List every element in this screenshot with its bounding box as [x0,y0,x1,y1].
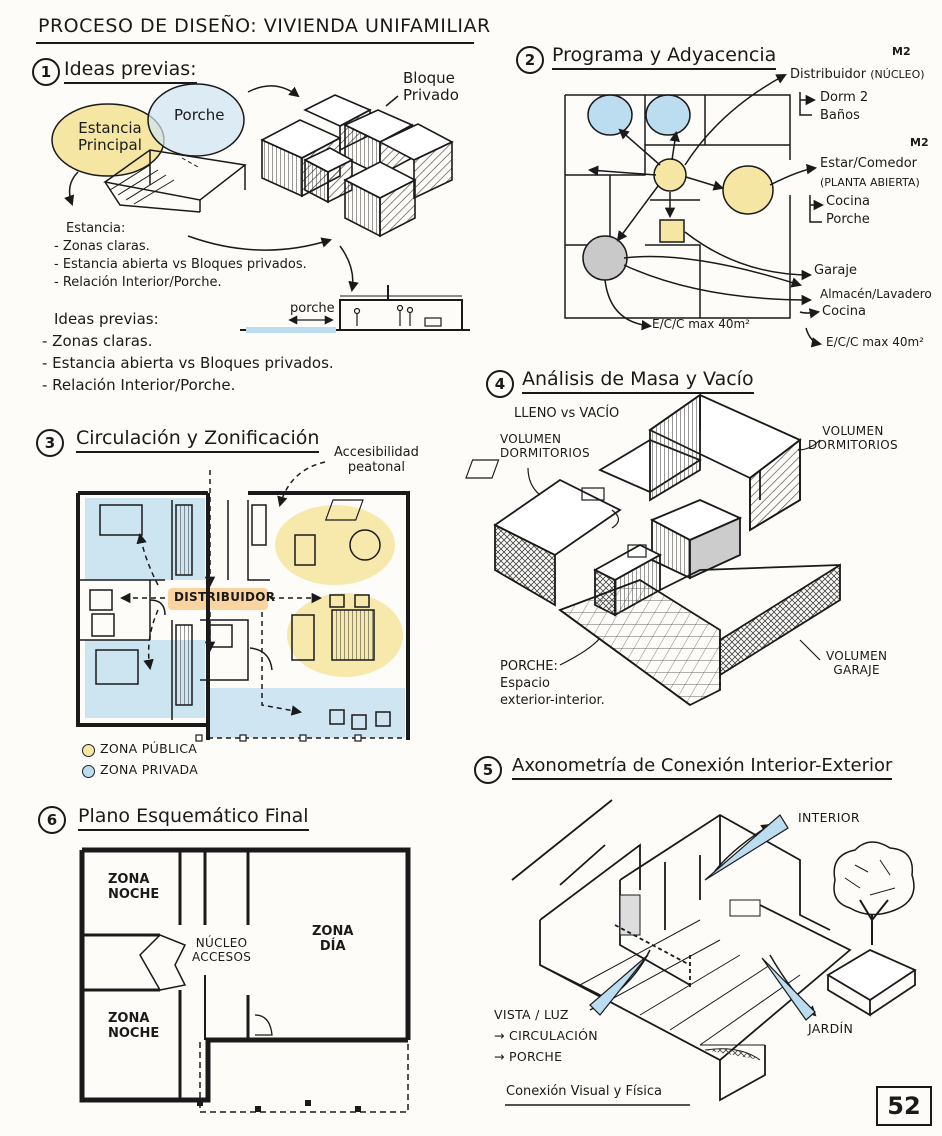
s5-connection-axo [505,799,917,1106]
section-3-number: 3 [36,429,64,457]
page-number: 52 [876,1086,932,1126]
s5-vista: VISTA / LUZ→ CIRCULACIÓN→ PORCHE [494,1007,598,1064]
s2-dorm: Dorm 2 [820,90,869,105]
s2-cocina: Cocina [826,194,870,209]
s2-adjacency-diagram [564,74,822,348]
s2-estar: Estar/Comedor [820,156,918,171]
section-1-title: Ideas previas: [64,58,197,84]
legend-public-swatch [82,744,95,757]
s2-almacen: Almacén/Lavadero [820,287,932,301]
s1-notes: Estancia: - Zonas claras. - Estancia abi… [54,221,307,290]
section-5-title: Axonometría de Conexión Interior-Exterio… [512,755,893,780]
section-6-title: Plano Esquemático Final [78,805,309,831]
s2-ecc2: E/C/C max 40m² [826,335,924,349]
s5-jardin: JARDÍN [808,1021,854,1036]
s2-distribuidor: Distribuidor (NÚCLEO) [790,67,925,82]
s2-porche: Porche [826,212,870,227]
legend-private-label: ZONA PRIVADA [100,762,199,777]
s5-caption: Conexión Visual y Física [506,1084,663,1099]
s4-mass-void-axo [324,393,841,707]
section-2-number: 2 [516,46,544,74]
section-1-number: 1 [32,58,60,86]
s1-section-porche: porche [290,301,335,316]
section-6-number: 6 [38,806,66,834]
section-3-title: Circulación y Zonificación [76,427,320,453]
s5-interior: INTERIOR [798,810,860,825]
s2-m2-b: M2 [910,136,929,149]
s2-garaje: Garaje [814,263,857,278]
s2-banos: Baños [820,108,860,123]
section-5-number: 5 [474,756,502,784]
legend-public-label: ZONA PÚBLICA [100,741,198,756]
s1-sketch [51,83,470,333]
section-4-number: 4 [486,370,514,398]
page-title: PROCESO DE DISEÑO: VIVIENDA UNIFAMILIAR [38,15,491,37]
legend-private-swatch [82,765,95,778]
s2-planta: (PLANTA ABIERTA) [820,176,920,189]
s1-porche: Porche [174,106,225,124]
s3-zoning-plan [76,461,410,742]
section-4-title: Análisis de Masa y Vacío [522,368,754,394]
s2-m2-a: M2 [892,45,911,58]
s3-distribuidor: DISTRIBUIDOR [174,590,276,604]
s1-ideas-list: Ideas previas: - Zonas claras. - Estanci… [42,310,334,394]
s4-lleno-vacio: LLENO vs VACÍO [514,406,620,421]
s2-cocina2: Cocina [822,304,866,319]
s2-ecc1: E/C/C max 40m² [652,317,750,331]
s6-final-plan [79,847,411,1113]
section-2-title: Programa y Adyacencia [552,44,777,70]
